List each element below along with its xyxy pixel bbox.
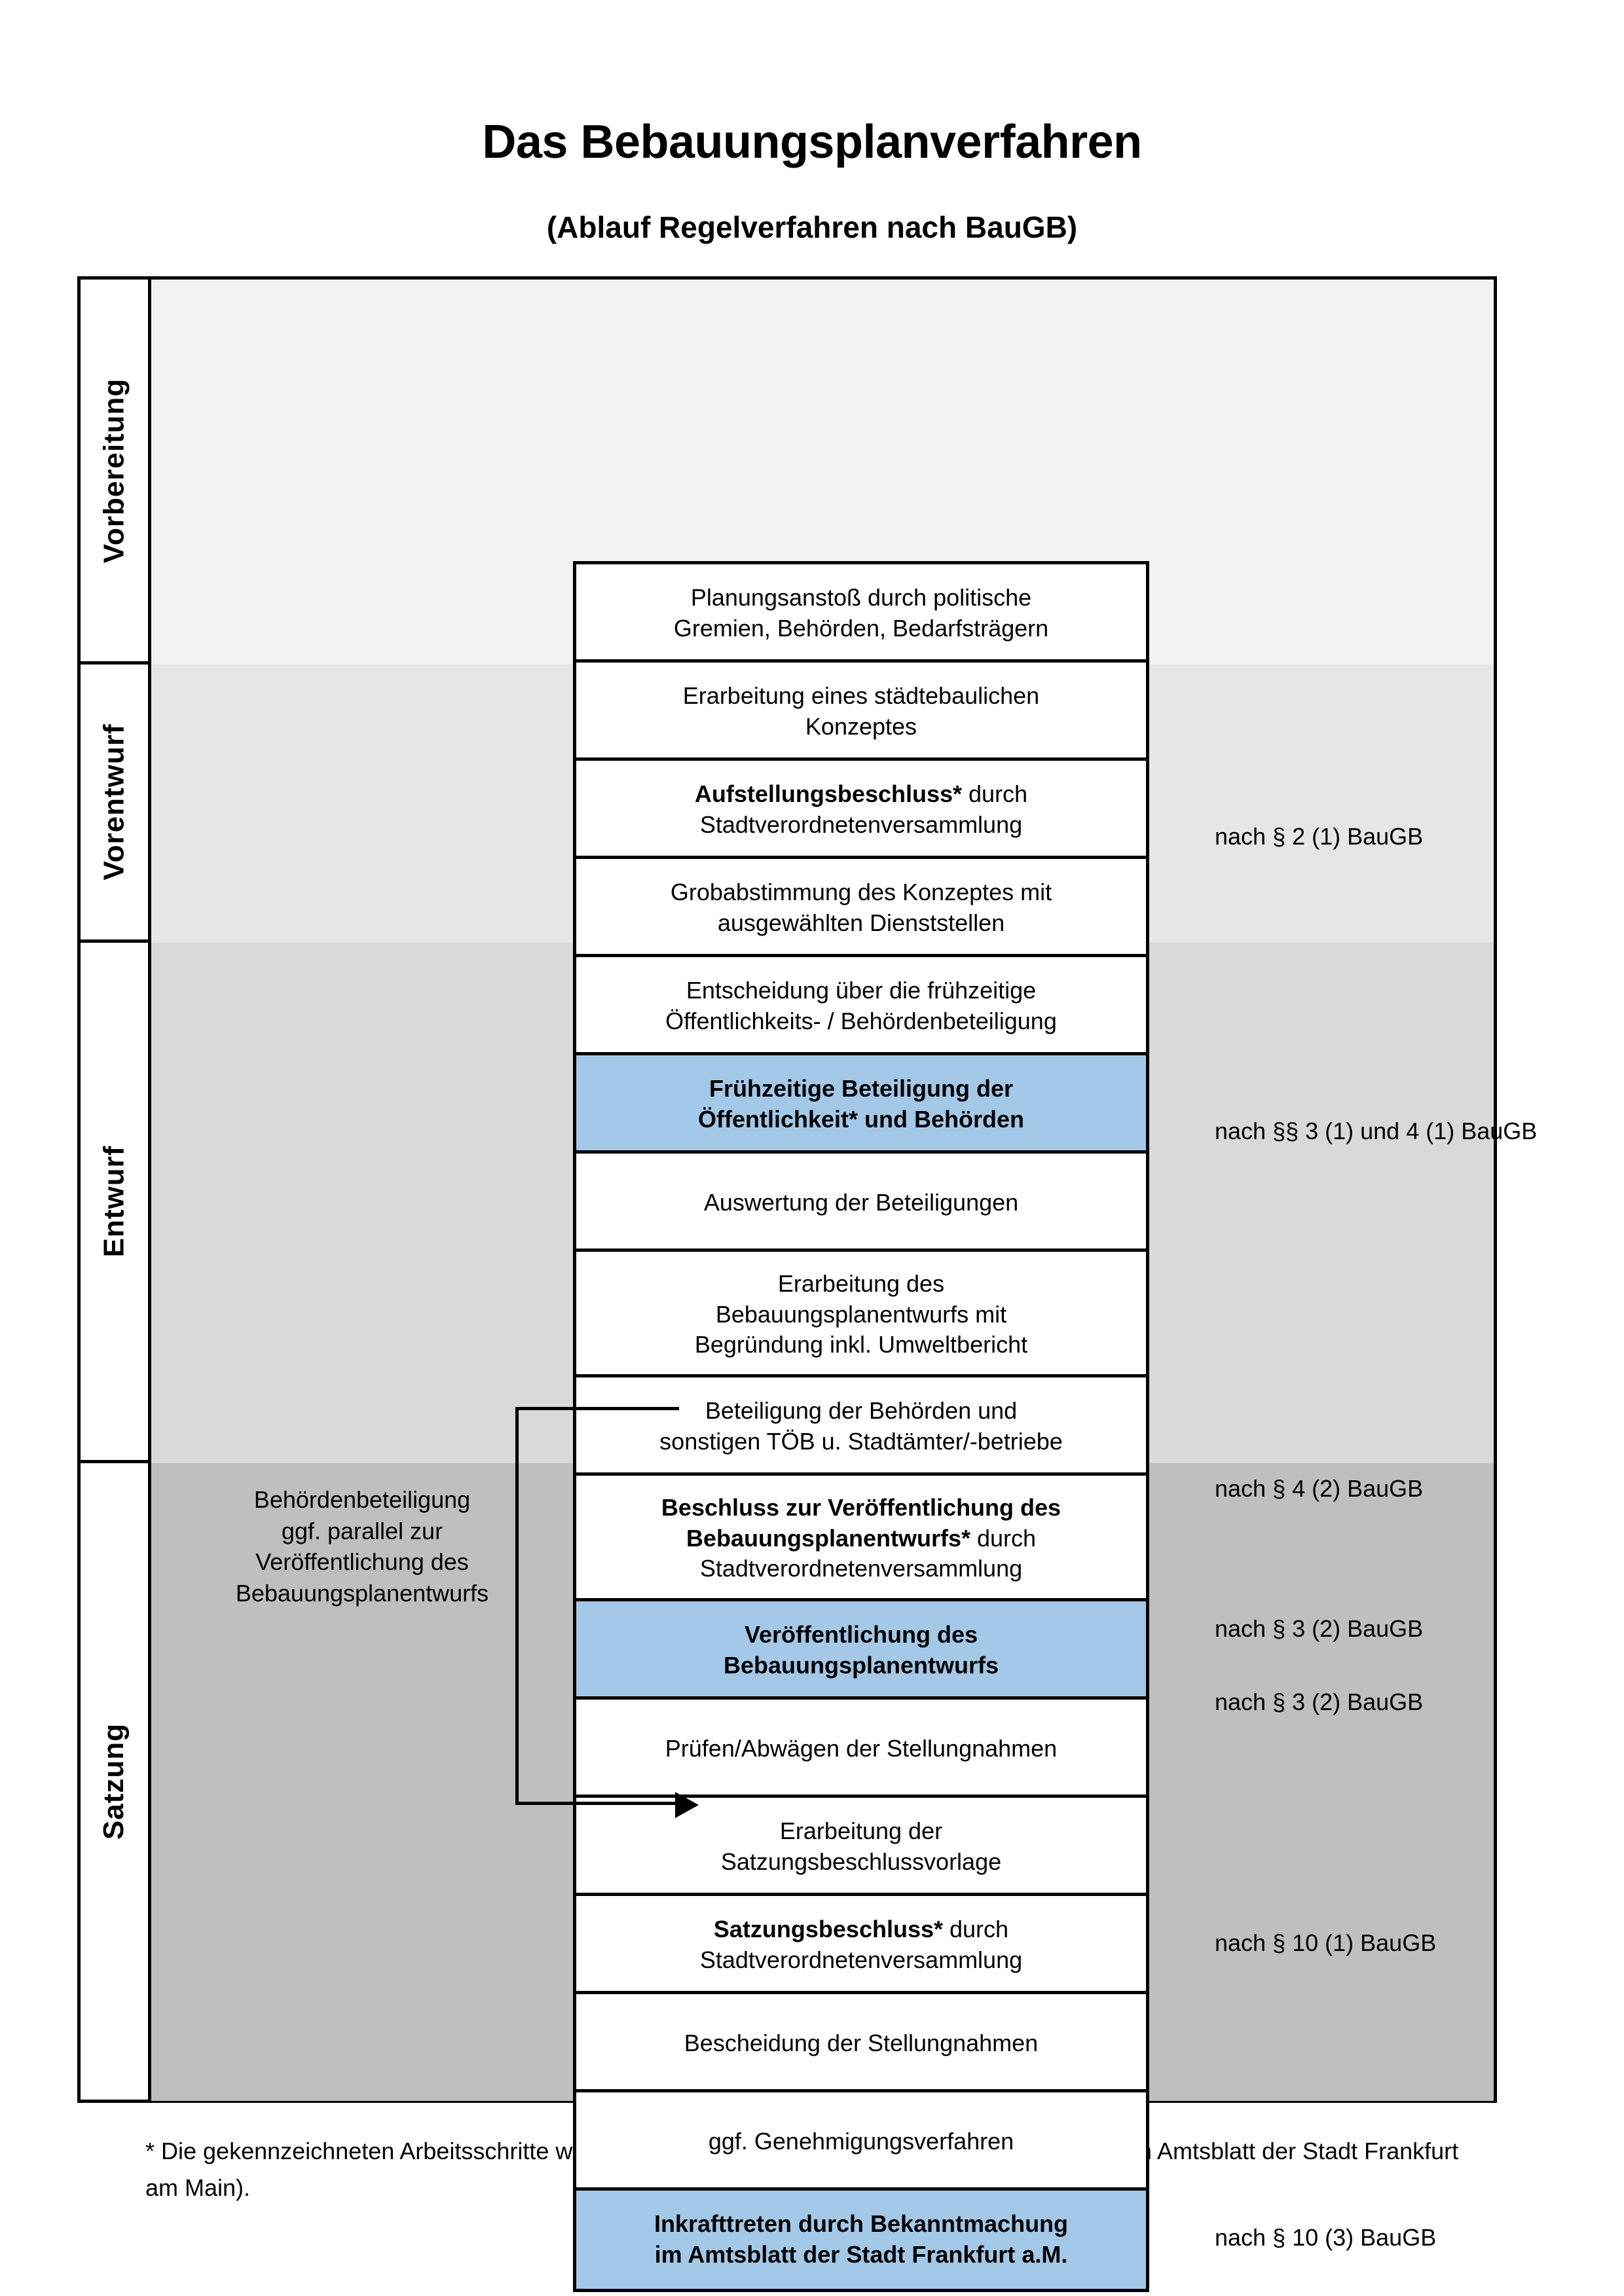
side-note-line: Behördenbeteiligung xyxy=(253,1486,471,1513)
step-line: Begründung inkl. Umweltbericht xyxy=(694,1331,1028,1358)
step-line-bold: Bebauungsplanentwurfs* xyxy=(686,1524,970,1552)
step-line: Stadtverordnetenversammlung xyxy=(699,811,1023,838)
step-line: Grobabstimmung des Konzeptes mit xyxy=(670,879,1052,906)
page-subtitle: (Ablauf Regelverfahren nach BauGB) xyxy=(546,210,1078,244)
phase-label-satzung: Satzung xyxy=(81,1463,148,2100)
step-line: sonstigen TÖB u. Stadtämter/-betriebe xyxy=(659,1428,1063,1455)
step-line: Entscheidung über die frühzeitige xyxy=(686,977,1037,1004)
step-line: Erarbeitung des xyxy=(777,1269,945,1297)
step-line-bold: Beschluss zur Veröffentlichung des xyxy=(661,1493,1061,1521)
legal-note-par3-2-b: nach § 3 (2) BauGB xyxy=(1215,1688,1424,1715)
side-note-line: Bebauungsplanentwurfs xyxy=(235,1579,489,1607)
step-line: durch xyxy=(970,1524,1037,1552)
step-box-genehmigungsverfahren[interactable]: ggf. Genehmigungsverfahren xyxy=(573,2089,1149,2194)
step-box-staedtebauliches-konzept[interactable]: Erarbeitung eines städtebaulichen Konzep… xyxy=(573,659,1149,764)
step-line: Gremien, Behörden, Bedarfsträgern xyxy=(673,615,1049,642)
parallel-branch-connector xyxy=(515,1407,679,1805)
phase-label-text: Entwurf xyxy=(98,1145,130,1258)
phase-label-column: Vorbereitung Vorentwurf Entwurf Satzung xyxy=(81,280,151,2100)
legal-note-par3-2-a: nach § 3 (2) BauGB xyxy=(1215,1615,1424,1642)
step-line: Planungsanstoß durch politische xyxy=(690,584,1032,611)
step-line: ausgewählten Dienststellen xyxy=(717,909,1005,936)
parallel-process-note: Behördenbeteiligung ggf. parallel zur Ve… xyxy=(179,1484,545,1609)
step-line-bold: Satzungsbeschluss* xyxy=(713,1916,944,1943)
step-line: Bescheidung der Stellungnahmen xyxy=(684,2029,1039,2056)
step-line-bold: Inkrafttreten xyxy=(654,2210,792,2238)
step-line: durch xyxy=(943,1916,1009,1943)
step-line: Bebauungsplanentwurfs mit xyxy=(715,1300,1007,1328)
step-box-erarbeitung-satzungsvorlage[interactable]: Erarbeitung der Satzungsbeschlussvorlage xyxy=(573,1795,1149,1899)
side-note-line: Veröffentlichung des xyxy=(255,1548,469,1576)
step-line: Öffentlichkeits- / Behördenbeteiligung xyxy=(665,1008,1057,1034)
phase-label-text: Vorentwurf xyxy=(98,723,130,881)
step-box-planungsanstoss[interactable]: Planungsanstoß durch politische Gremien,… xyxy=(573,561,1149,666)
step-box-erarbeitung-entwurf[interactable]: Erarbeitung des Bebauungsplanentwurfs mi… xyxy=(573,1248,1149,1381)
phase-label-text: Satzung xyxy=(98,1722,130,1840)
process-frame: Vorbereitung Vorentwurf Entwurf Satzung xyxy=(77,276,1537,2292)
step-box-entscheidung-fruehzeitige[interactable]: Entscheidung über die frühzeitige Öffent… xyxy=(573,954,1149,1059)
step-box-pruefen-abwaegen[interactable]: Prüfen/Abwägen der Stellungnahmen xyxy=(573,1696,1149,1801)
step-line: Beteiligung der Behörden und xyxy=(705,1397,1018,1425)
step-box-aufstellungsbeschluss[interactable]: Aufstellungsbeschluss* durch Stadtverord… xyxy=(573,757,1149,862)
step-box-fruehzeitige-beteiligung[interactable]: Frühzeitige Beteiligung der Öffentlichke… xyxy=(573,1052,1149,1157)
step-box-inkrafttreten[interactable]: Inkrafttreten durch Bekanntmachung im Am… xyxy=(573,2187,1149,2292)
step-line: Stadtverordnetenversammlung xyxy=(699,1555,1023,1582)
step-box-beschluss-veroeffentlichung[interactable]: Beschluss zur Veröffentlichung des Bebau… xyxy=(573,1472,1149,1605)
step-box-satzungsbeschluss[interactable]: Satzungsbeschluss* durch Stadtverordnete… xyxy=(573,1893,1149,1997)
phase-label-vorentwurf: Vorentwurf xyxy=(81,665,148,943)
legal-note-par2-1: nach § 2 (1) BauGB xyxy=(1215,823,1424,850)
step-line: durch Bekanntmachung xyxy=(791,2210,1069,2238)
phase-label-vorbereitung: Vorbereitung xyxy=(81,280,148,665)
step-line: Erarbeitung der xyxy=(779,1817,943,1845)
step-line: ggf. Genehmigungsverfahren xyxy=(708,2127,1014,2155)
step-line: durch xyxy=(962,780,1028,808)
legal-note-par3-1-4-1: nach §§ 3 (1) und 4 (1) BauGB xyxy=(1215,1118,1538,1144)
step-line: Konzeptes xyxy=(805,713,917,740)
legal-note-par10-1: nach § 10 (1) BauGB xyxy=(1215,1929,1437,1956)
step-box-veroeffentlichung-entwurf[interactable]: Veröffentlichung des Bebauungsplanentwur… xyxy=(573,1598,1149,1703)
step-box-auswertung-beteiligungen[interactable]: Auswertung der Beteiligungen xyxy=(573,1150,1149,1255)
step-line: im Amtsblatt der Stadt Frankfurt a.M. xyxy=(654,2241,1068,2268)
step-line: Prüfen/Abwägen der Stellungnahmen xyxy=(665,1734,1058,1762)
phase-label-entwurf: Entwurf xyxy=(81,943,148,1463)
step-box-bescheidung-stellungnahmen[interactable]: Bescheidung der Stellungnahmen xyxy=(573,1991,1149,2096)
step-line: Frühzeitige Beteiligung der xyxy=(709,1075,1014,1102)
step-line: Öffentlichkeit* und Behörden xyxy=(697,1106,1025,1133)
side-note-line: ggf. parallel zur xyxy=(281,1517,443,1544)
step-line: Erarbeitung eines städtebaulichen xyxy=(682,682,1040,710)
legal-note-par10-3: nach § 10 (3) BauGB xyxy=(1215,2224,1437,2251)
phase-label-text: Vorbereitung xyxy=(98,378,130,563)
step-line-bold: Aufstellungsbeschluss* xyxy=(694,780,963,808)
step-line: Bebauungsplanentwurfs xyxy=(723,1652,999,1679)
step-line: Stadtverordnetenversammlung xyxy=(699,1946,1023,1973)
step-line: Auswertung der Beteiligungen xyxy=(703,1188,1019,1216)
step-line: Satzungsbeschlussvorlage xyxy=(720,1848,1002,1875)
step-box-grobabstimmung[interactable]: Grobabstimmung des Konzeptes mit ausgewä… xyxy=(573,856,1149,960)
page-title: Das Bebauungsplanverfahren xyxy=(482,116,1142,168)
legal-note-par4-2: nach § 4 (2) BauGB xyxy=(1215,1475,1424,1502)
parallel-branch-arrowhead xyxy=(675,1792,699,1818)
step-line: Veröffentlichung des xyxy=(744,1621,978,1649)
